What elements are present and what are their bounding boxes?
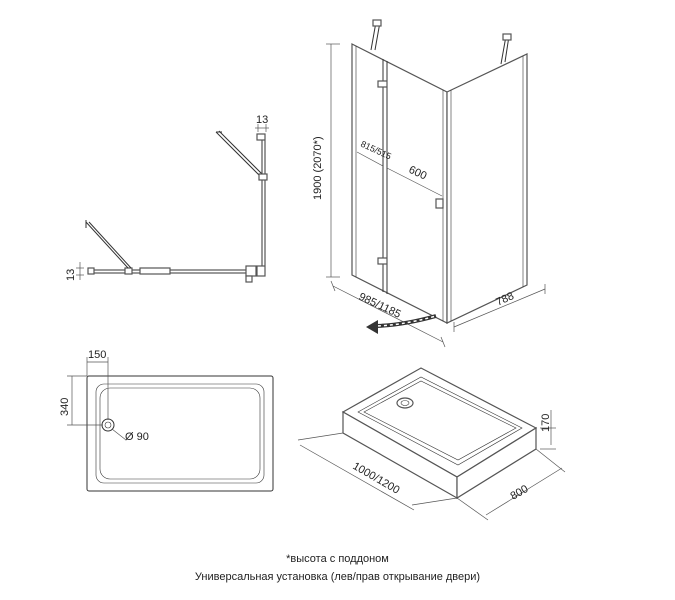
tray-offset-x-label: 150 [88,349,106,361]
side-clearance-label: 13 [65,269,77,281]
enclosure-isometric-view [326,19,546,348]
tray-plan-view [67,357,274,492]
height-label: 1900 (2070*) [312,136,324,200]
drain-diameter-label: Ø 90 [125,431,149,443]
tray-height-label: 170 [540,414,552,432]
top-clearance-label: 13 [256,114,268,126]
enclosure-plan-view [76,124,269,283]
tray-offset-y-label: 340 [59,398,71,416]
footnote-text: *высота с поддоном [286,553,389,565]
tray-depth-label: 800 [509,483,531,503]
installation-note: Универсальная установка (лев/прав открыв… [194,571,481,583]
tray-isometric-view [297,367,566,521]
